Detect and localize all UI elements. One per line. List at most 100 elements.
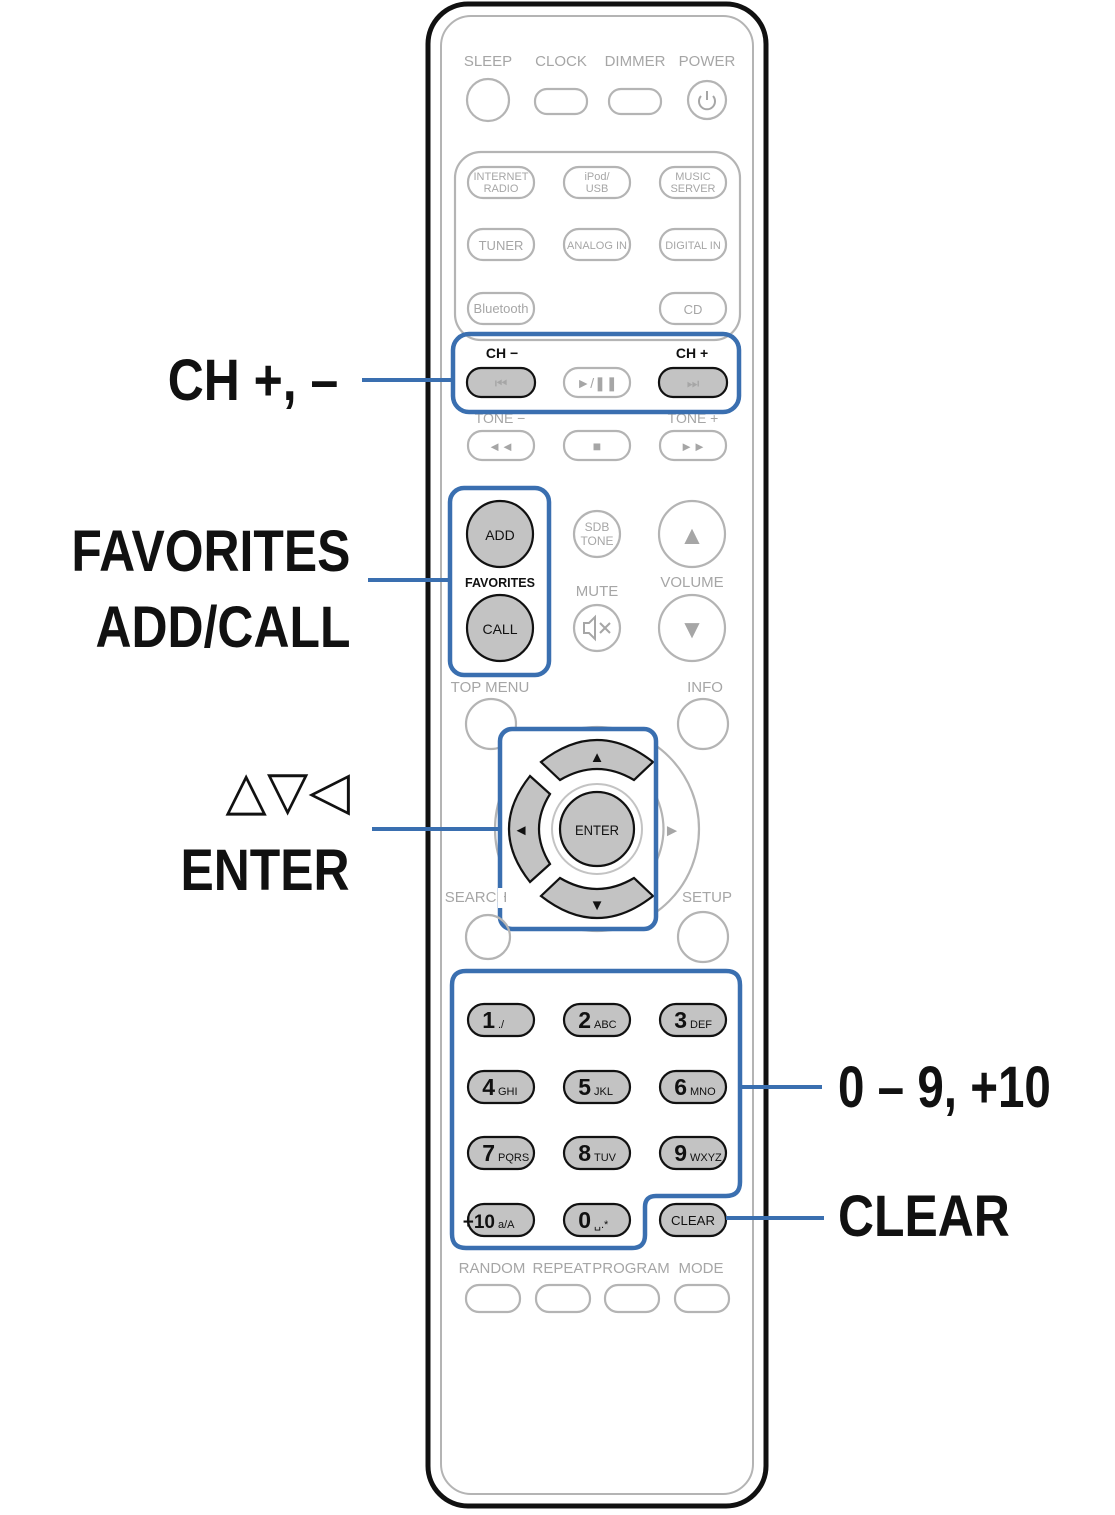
numpad-key-number: 7 [482, 1140, 495, 1166]
numpad-key-number: 6 [674, 1074, 687, 1100]
volume-down-button[interactable]: ▼ [657, 593, 727, 663]
source-group [453, 150, 742, 342]
svg-text:►►: ►► [680, 439, 706, 454]
svg-text:TUNER: TUNER [479, 238, 524, 253]
cursor-down-button[interactable] [539, 876, 655, 920]
cursor-up-glyph: ▲ [590, 749, 605, 766]
speaker-mute-icon [583, 614, 611, 642]
sdb-tone-button[interactable]: SDB TONE [572, 509, 622, 559]
repeat-label: REPEAT [533, 1260, 592, 1277]
dimmer-button[interactable] [607, 87, 663, 116]
mode-button[interactable] [673, 1283, 731, 1314]
music-server-button[interactable]: MUSIC SERVER [658, 165, 728, 200]
numpad-key-letters: DEF [690, 1019, 712, 1031]
numpad-key-number: 8 [578, 1140, 591, 1166]
ch-highlight-box [453, 334, 739, 412]
search-label-mask [498, 888, 504, 908]
internet-radio-button[interactable]: INTERNET RADIO [466, 165, 536, 200]
setup-button[interactable] [676, 910, 730, 964]
remote-body-inner [440, 15, 754, 1495]
numpad-key-number: 1 [482, 1007, 495, 1033]
stop-button[interactable]: ■ [562, 429, 632, 462]
digital-in-button[interactable]: DIGITAL IN [658, 227, 728, 262]
mode-label: MODE [679, 1260, 724, 1277]
favorites-add-button[interactable]: ADD [465, 499, 535, 569]
tuner-button[interactable]: TUNER [466, 227, 536, 262]
info-label: INFO [687, 679, 723, 696]
random-button[interactable] [464, 1283, 522, 1314]
svg-text:▲: ▲ [679, 520, 705, 550]
numpad-key-number: 5 [578, 1074, 591, 1100]
svg-text:TONE: TONE [580, 534, 613, 548]
rewind-button[interactable]: ◄◄ [466, 429, 536, 462]
fast-forward-button[interactable]: ►► [658, 429, 728, 462]
svg-text:▼: ▼ [679, 614, 705, 644]
sleep-label: SLEEP [464, 53, 512, 70]
mute-button[interactable] [572, 603, 622, 653]
clock-button[interactable] [533, 87, 589, 116]
top-menu-label: TOP MENU [451, 679, 530, 696]
play-pause-button[interactable]: ►/❚❚ [562, 366, 632, 399]
svg-text:USB: USB [586, 183, 609, 195]
cursor-up-button[interactable] [539, 738, 655, 782]
numpad-key-letters: MNO [690, 1086, 716, 1098]
enter-callout: ENTER [180, 838, 350, 903]
dimmer-label: DIMMER [605, 53, 666, 70]
svg-text:CD: CD [684, 302, 703, 317]
analog-in-button[interactable]: ANALOG IN [562, 227, 632, 262]
power-button[interactable] [686, 79, 728, 121]
ipod-usb-button[interactable]: iPod/ USB [562, 165, 632, 200]
favorites-call-button[interactable]: CALL [465, 593, 535, 663]
program-label: PROGRAM [592, 1260, 670, 1277]
svg-text:iPod/: iPod/ [584, 171, 610, 183]
bluetooth-button[interactable]: Bluetooth [466, 291, 536, 326]
random-label: RANDOM [459, 1260, 526, 1277]
cursor-down-glyph: ▼ [590, 897, 605, 914]
cursor-left-button[interactable] [507, 774, 552, 884]
program-button[interactable] [603, 1283, 661, 1314]
info-button[interactable] [676, 697, 730, 751]
cursor-symbols-callout: △▽◁ [225, 761, 350, 821]
volume-up-button[interactable]: ▲ [657, 499, 727, 569]
clear-button[interactable]: CLEAR [658, 1202, 728, 1238]
search-button[interactable] [464, 913, 512, 961]
numpad-key-number: 0 [578, 1207, 591, 1233]
favorites-callout: FAVORITES ADD/CALL [71, 514, 350, 666]
numpad-key-number: +10 [463, 1212, 495, 1233]
svg-text:◄◄: ◄◄ [488, 439, 514, 454]
svg-text:■: ■ [593, 438, 601, 454]
numpad-key-11[interactable]: 0␣.* [562, 1202, 632, 1238]
numpad-key-number: 4 [482, 1074, 495, 1100]
svg-text:RADIO: RADIO [484, 183, 519, 195]
svg-text:ANALOG IN: ANALOG IN [567, 240, 627, 252]
numpad-key-letters: PQRS [498, 1152, 529, 1164]
numpad-key-letters: ./ [498, 1019, 505, 1031]
ch-minus-button[interactable]: ⏮ [465, 366, 537, 399]
svg-text:CLEAR: CLEAR [671, 1213, 715, 1228]
svg-text:MUSIC: MUSIC [675, 171, 711, 183]
mute-label: MUTE [576, 583, 619, 600]
clear-callout: CLEAR [838, 1184, 1010, 1249]
power-label: POWER [679, 53, 736, 70]
svg-text:CALL: CALL [482, 621, 517, 637]
sleep-button[interactable] [465, 77, 511, 123]
numpad-key-1[interactable]: 1./ [466, 1002, 536, 1038]
enter-button[interactable]: ENTER [558, 790, 636, 868]
repeat-button[interactable] [534, 1283, 592, 1314]
ch-plus-button[interactable]: ⏭ [657, 366, 729, 399]
top-menu-button[interactable] [464, 697, 518, 751]
svg-text:►/❚❚: ►/❚❚ [576, 375, 617, 392]
cd-button[interactable]: CD [658, 291, 728, 326]
svg-text:SERVER: SERVER [670, 183, 715, 195]
